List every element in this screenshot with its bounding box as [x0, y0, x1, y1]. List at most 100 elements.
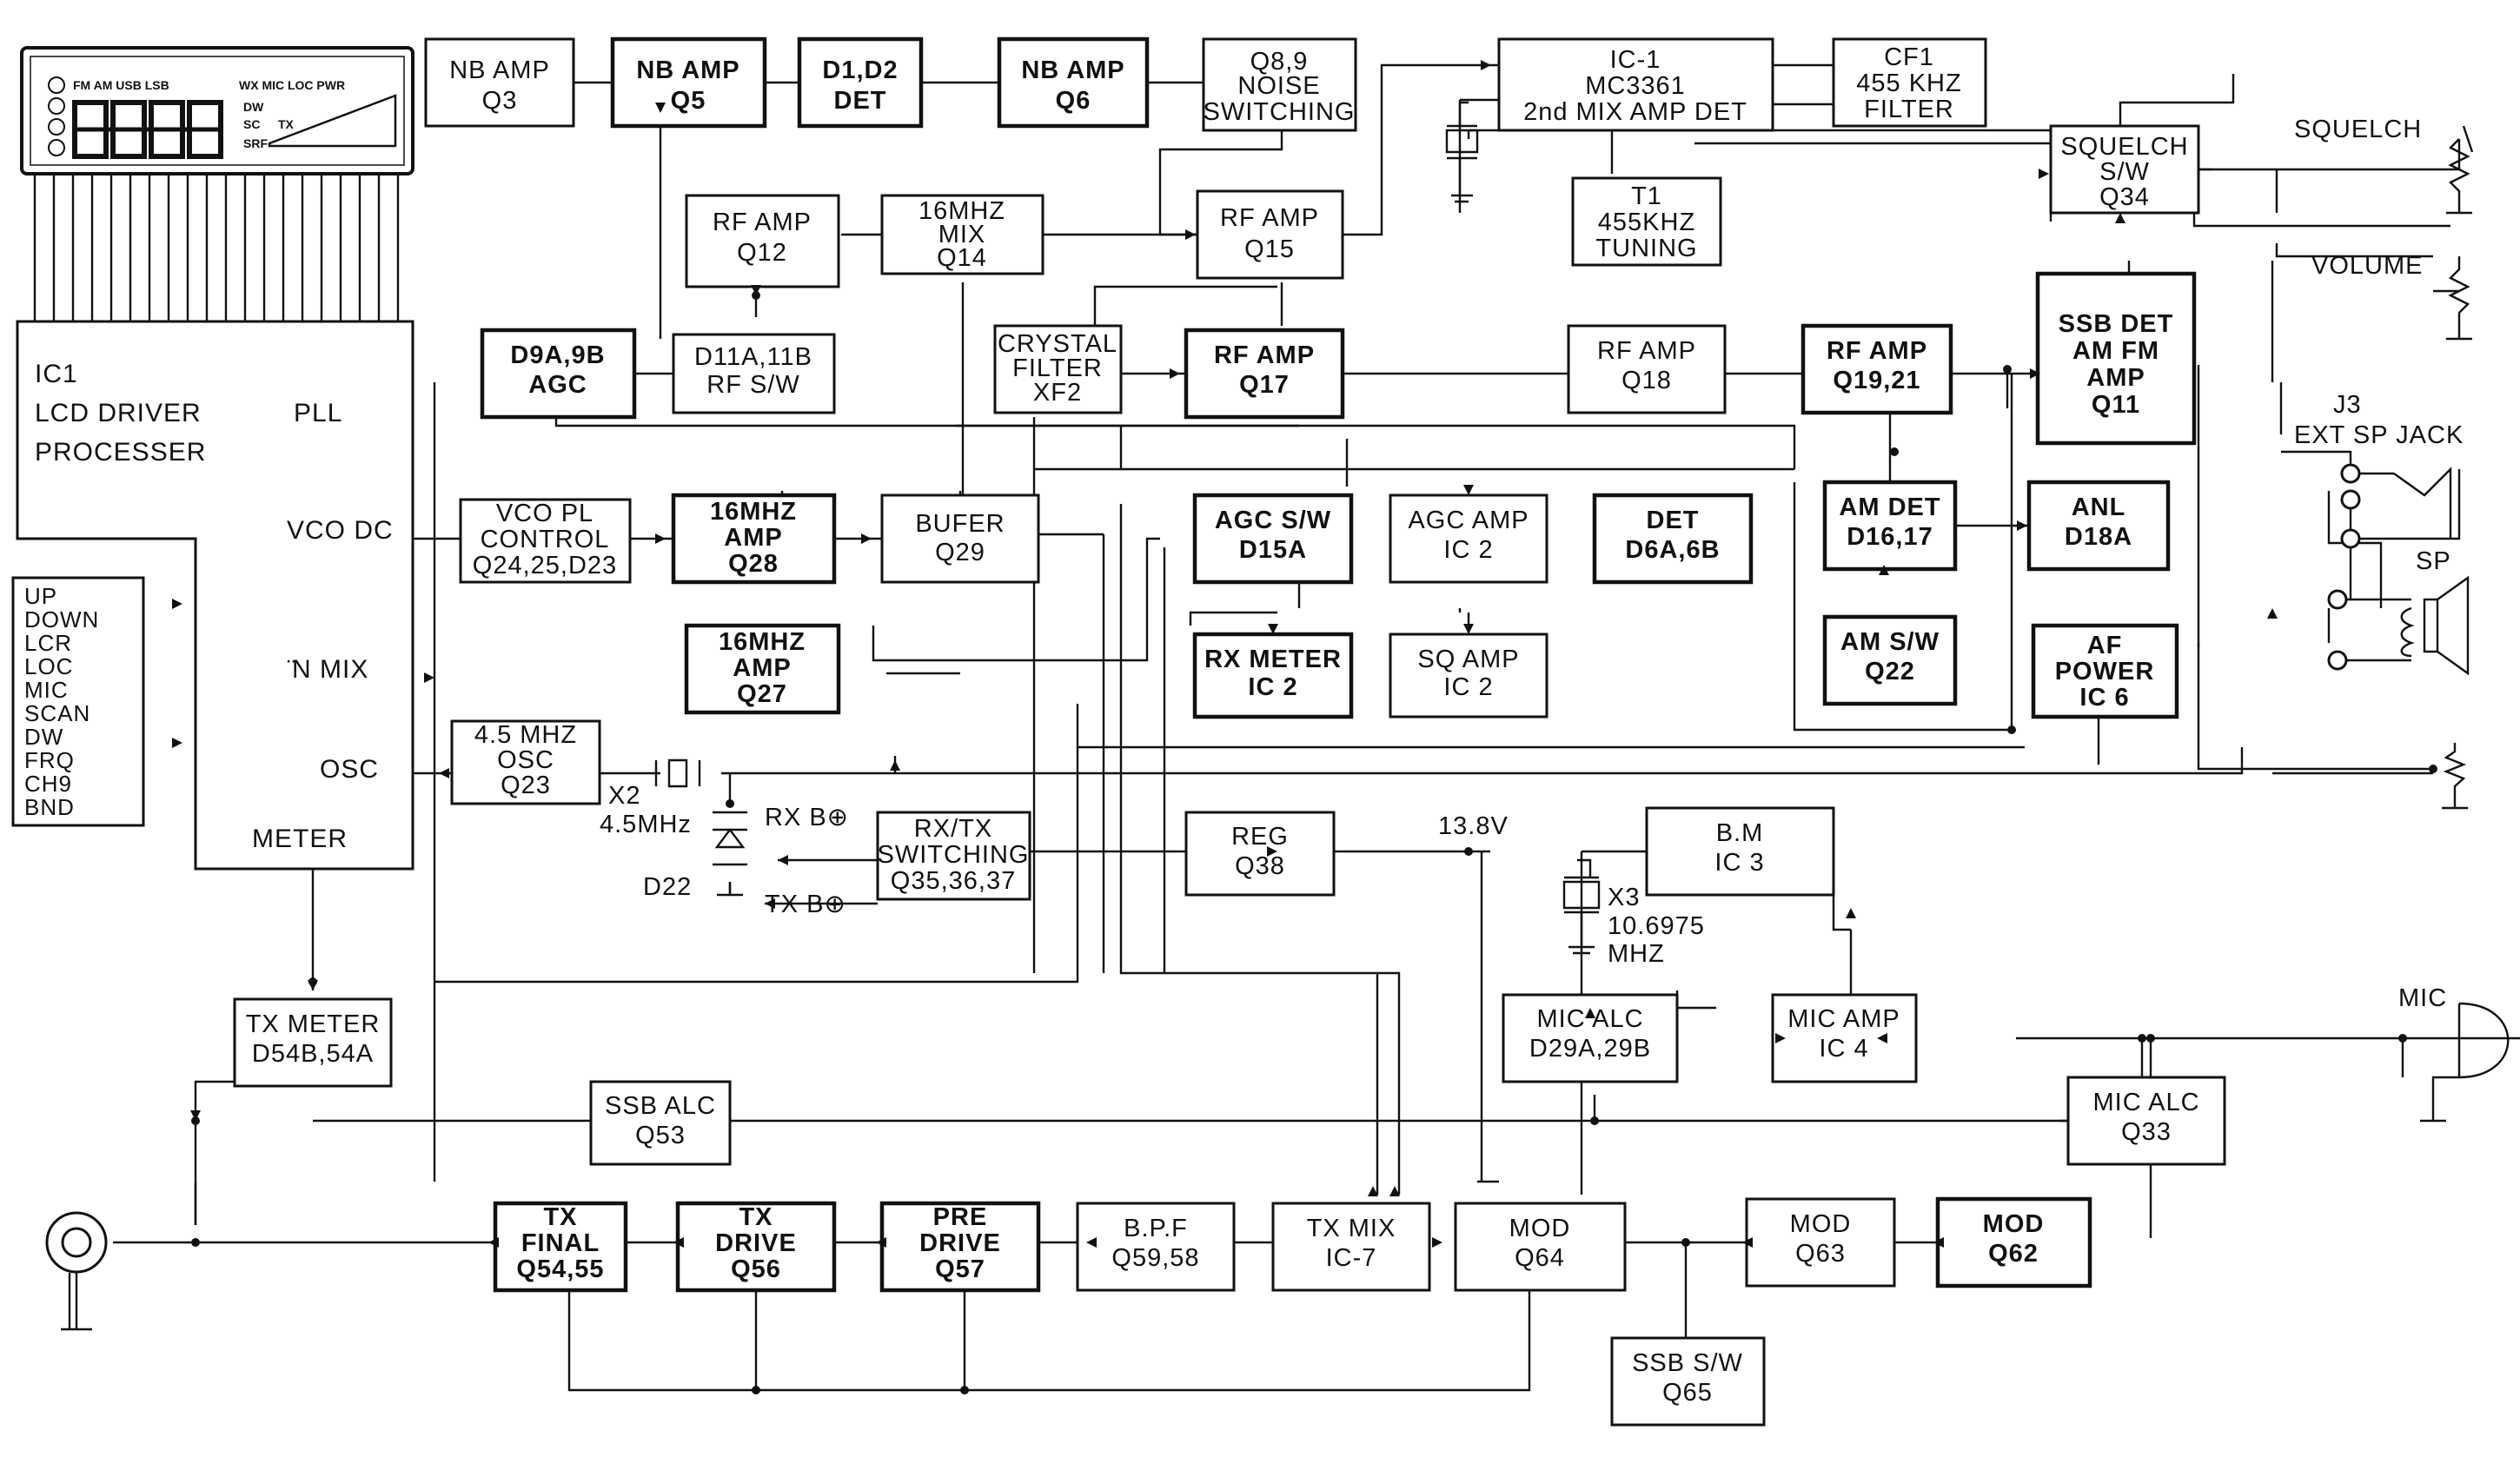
- svg-text:MOD: MOD: [1983, 1210, 2045, 1238]
- bufer-q29-block: BUFER Q29: [880, 493, 1040, 584]
- svg-text:CONTROL: CONTROL: [481, 526, 610, 553]
- svg-text:TX: TX: [739, 1203, 773, 1231]
- svg-text:RF AMP: RF AMP: [1597, 337, 1696, 365]
- 4-5mhz-osc-q23-block: 4.5 MHZ OSC Q23: [450, 719, 601, 805]
- svg-text:POWER: POWER: [2055, 658, 2155, 686]
- crystal-filter-xf2-block: CRYSTAL FILTER XF2: [993, 324, 1123, 414]
- lcd-display: FM AM USB LSB WX MIC LOC PWR DW SC TX SR…: [20, 46, 414, 176]
- svg-text:RX METER: RX METER: [1204, 646, 1342, 673]
- front-panel-keys: UP DOWN LCR LOC MIC SCAN DW FRQ CH9 BND: [11, 576, 145, 827]
- lcd-pins: [33, 174, 400, 321]
- svg-text:LCD DRIVER: LCD DRIVER: [35, 399, 202, 427]
- svg-text:Q34: Q34: [2099, 183, 2150, 211]
- 16mhz-mix-q14-block: 16MHZ MIX Q14: [880, 194, 1044, 275]
- svg-text:D18A: D18A: [2065, 523, 2132, 551]
- svg-text:AM FM: AM FM: [2072, 337, 2159, 365]
- svg-text:MOD: MOD: [1509, 1215, 1571, 1242]
- lcd-tx: TX: [278, 117, 295, 131]
- bm-ic3-block: B.M IC 3: [1645, 806, 1835, 897]
- svg-text:IC 2: IC 2: [1248, 673, 1297, 701]
- svg-text:FILTER: FILTER: [1864, 96, 1954, 123]
- svg-text:BUFER: BUFER: [915, 510, 1005, 538]
- svg-text:4.5 MHZ: 4.5 MHZ: [474, 721, 577, 749]
- tx-drive-block: TX DRIVE Q56: [675, 1201, 837, 1293]
- mod-q63-block: MOD Q63: [1745, 1197, 1896, 1288]
- svg-text:RF AMP: RF AMP: [1214, 341, 1315, 369]
- lcd-channel-dots: [48, 76, 65, 156]
- ssb-sw-q65-block: SSB S/W Q65: [1610, 1336, 1766, 1427]
- svg-text:̈N MIX: ̈N MIX: [287, 655, 368, 684]
- svg-text:Q54,55: Q54,55: [516, 1255, 604, 1283]
- svg-text:AM DET: AM DET: [1839, 493, 1940, 521]
- ssb-alc-q53-block: SSB ALC Q53: [589, 1080, 732, 1166]
- lcd-status-indicators: WX MIC LOC PWR: [239, 78, 345, 92]
- svg-text:D1,D2: D1,D2: [822, 56, 898, 84]
- svg-text:RF AMP: RF AMP: [713, 209, 812, 236]
- svg-text:IC 4: IC 4: [1819, 1035, 1868, 1063]
- svg-text:PROCESSER: PROCESSER: [35, 438, 206, 467]
- sq-amp-ic2-block: SQ AMP IC 2: [1389, 633, 1548, 719]
- tx-meter-block: TX METER D54B,54A: [233, 997, 393, 1088]
- tx-mix-ic7-block: TX MIX IC-7: [1271, 1202, 1431, 1292]
- svg-text:IC 2: IC 2: [1443, 536, 1493, 564]
- svg-text:Q18: Q18: [1621, 367, 1672, 394]
- mic-alc-q33-block: MIC ALC Q33: [2066, 1076, 2226, 1166]
- functional-blocks: NB AMP Q3 NB AMP Q5 D1,D2 DET NB AMP Q6 …: [233, 36, 2226, 1427]
- svg-text:DRIVE: DRIVE: [919, 1229, 1001, 1257]
- microphone-icon: [2420, 1002, 2510, 1123]
- svg-text:IC 6: IC 6: [2079, 684, 2129, 712]
- rx-meter-ic2-block: RX METER IC 2: [1192, 632, 1354, 719]
- t1-tuning-block: T1 455KHZ TUNING: [1571, 176, 1722, 267]
- svg-text:Q14: Q14: [937, 244, 987, 272]
- svg-text:Q8,9: Q8,9: [1250, 48, 1309, 76]
- svg-text:Q65: Q65: [1662, 1379, 1713, 1407]
- svg-text:LCR: LCR: [24, 630, 72, 656]
- svg-text:Q15: Q15: [1244, 235, 1295, 263]
- 13-8v-label: 13.8V: [1438, 812, 1509, 840]
- svg-text:SSB DET: SSB DET: [2059, 310, 2174, 338]
- am-det-d16-17-block: AM DET D16,17: [1822, 480, 1958, 572]
- svg-text:AMP: AMP: [733, 654, 791, 682]
- volume-potentiometer-icon: [2433, 256, 2472, 341]
- svg-text:FILTER: FILTER: [1012, 354, 1103, 382]
- cf1-filter-block: CF1 455 KHZ FILTER: [1832, 37, 1987, 128]
- sp-label: SP: [2416, 547, 2451, 575]
- svg-text:TX: TX: [543, 1203, 577, 1231]
- svg-text:UP: UP: [24, 583, 57, 609]
- reg-q38-block: REG Q38: [1184, 811, 1336, 897]
- svg-text:16MHZ: 16MHZ: [710, 498, 797, 526]
- svg-text:BND: BND: [24, 794, 75, 820]
- svg-text:16MHZ: 16MHZ: [719, 628, 806, 656]
- svg-text:SWITCHING: SWITCHING: [1204, 98, 1356, 126]
- svg-text:D15A: D15A: [1239, 536, 1307, 564]
- svg-text:OSC: OSC: [497, 746, 554, 774]
- rf-amp-q15-block: RF AMP Q15: [1196, 189, 1344, 280]
- svg-text:PRE: PRE: [933, 1203, 988, 1231]
- x2-freq-label: 4.5MHz: [600, 811, 692, 838]
- svg-text:SQ AMP: SQ AMP: [1417, 646, 1519, 673]
- svg-text:Q19,21: Q19,21: [1833, 367, 1920, 394]
- lcd-mode-indicators: FM AM USB LSB: [73, 78, 169, 92]
- svg-text:AGC: AGC: [528, 371, 587, 399]
- svg-text:MC3361: MC3361: [1585, 72, 1686, 100]
- svg-text:SQUELCH: SQUELCH: [2060, 133, 2188, 161]
- ssb-det-am-fm-amp-block: SSB DET AM FM AMP Q11: [2035, 271, 2197, 446]
- svg-text:D11A,11B: D11A,11B: [694, 343, 812, 371]
- svg-text:2nd MIX AMP DET: 2nd MIX AMP DET: [1523, 98, 1747, 126]
- svg-text:XF2: XF2: [1033, 379, 1082, 407]
- svg-text:SCAN: SCAN: [24, 700, 90, 726]
- speaker-icon: [2327, 575, 2470, 676]
- svg-text:RX/TX: RX/TX: [914, 815, 992, 843]
- mod-q64-block: MOD Q64: [1454, 1202, 1627, 1292]
- svg-text:DW: DW: [24, 724, 63, 750]
- svg-text:D54B,54A: D54B,54A: [252, 1040, 374, 1068]
- svg-text:Q27: Q27: [737, 680, 787, 708]
- svg-text:D6A,6B: D6A,6B: [1625, 536, 1720, 564]
- svg-text:Q63: Q63: [1795, 1240, 1846, 1268]
- svg-text:Q33: Q33: [2121, 1118, 2172, 1146]
- bpf-block: B.P.F Q59,58: [1076, 1202, 1236, 1292]
- pre-drive-block: PRE DRIVE Q57: [879, 1201, 1041, 1293]
- svg-text:455KHZ: 455KHZ: [1598, 209, 1695, 236]
- squelch-potentiometer-icon: [2198, 125, 2474, 215]
